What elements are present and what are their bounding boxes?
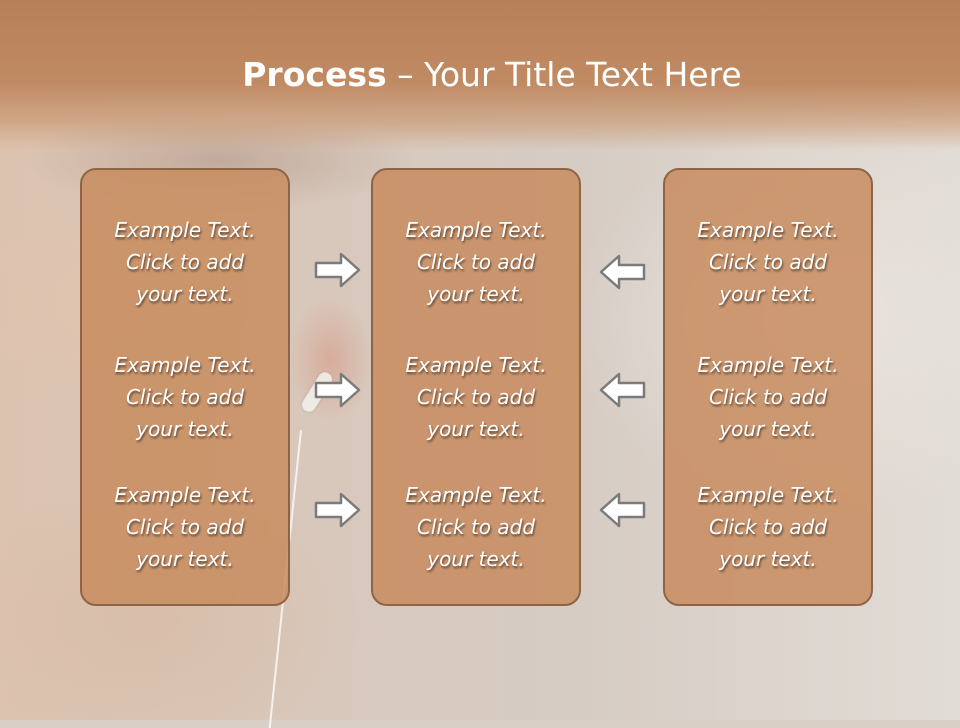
arrow-right-icon[interactable]: [313, 490, 363, 530]
text-line: your text.: [136, 417, 234, 441]
panel-text-box[interactable]: Example Text. Click to add your text.: [665, 349, 871, 445]
text-line: Click to add: [708, 385, 828, 409]
panel-text-box[interactable]: Example Text. Click to add your text.: [665, 479, 871, 575]
panel-text-box[interactable]: Example Text. Click to add your text.: [373, 349, 579, 445]
text-line: your text.: [427, 282, 525, 306]
text-line: Click to add: [708, 515, 828, 539]
text-line: Click to add: [708, 250, 828, 274]
text-line: Example Text.: [405, 483, 547, 507]
text-line: Example Text.: [697, 353, 839, 377]
text-line: Example Text.: [405, 353, 547, 377]
text-line: Click to add: [416, 515, 536, 539]
text-line: your text.: [719, 547, 817, 571]
text-line: Click to add: [125, 385, 245, 409]
text-line: Click to add: [125, 515, 245, 539]
arrow-left-icon[interactable]: [597, 490, 647, 530]
text-panel-right[interactable]: Example Text. Click to add your text. Ex…: [663, 168, 873, 606]
text-line: your text.: [136, 282, 234, 306]
text-line: Example Text.: [697, 218, 839, 242]
text-panel-left[interactable]: Example Text. Click to add your text. Ex…: [80, 168, 290, 606]
arrow-right-icon[interactable]: [313, 250, 363, 290]
panel-text-box[interactable]: Example Text. Click to add your text.: [82, 479, 288, 575]
text-line: Click to add: [416, 250, 536, 274]
title-banner: [0, 0, 960, 150]
panel-text-box[interactable]: Example Text. Click to add your text.: [373, 479, 579, 575]
slide-title[interactable]: Process – Your Title Text Here: [0, 55, 960, 95]
arrow-left-icon[interactable]: [597, 370, 647, 410]
text-line: your text.: [427, 417, 525, 441]
title-rest: – Your Title Text Here: [386, 55, 742, 94]
text-line: your text.: [427, 547, 525, 571]
text-line: Click to add: [416, 385, 536, 409]
panel-text-box[interactable]: Example Text. Click to add your text.: [665, 214, 871, 310]
panel-text-box[interactable]: Example Text. Click to add your text.: [82, 349, 288, 445]
text-line: Example Text.: [114, 483, 256, 507]
text-line: Example Text.: [405, 218, 547, 242]
panel-text-box[interactable]: Example Text. Click to add your text.: [82, 214, 288, 310]
text-line: your text.: [719, 417, 817, 441]
arrow-left-icon[interactable]: [597, 252, 647, 292]
text-panel-center[interactable]: Example Text. Click to add your text. Ex…: [371, 168, 581, 606]
title-bold: Process: [242, 55, 387, 94]
arrow-right-icon[interactable]: [313, 370, 363, 410]
text-line: Example Text.: [114, 218, 256, 242]
text-line: Example Text.: [114, 353, 256, 377]
panel-text-box[interactable]: Example Text. Click to add your text.: [373, 214, 579, 310]
text-line: your text.: [719, 282, 817, 306]
text-line: Example Text.: [697, 483, 839, 507]
text-line: Click to add: [125, 250, 245, 274]
text-line: your text.: [136, 547, 234, 571]
